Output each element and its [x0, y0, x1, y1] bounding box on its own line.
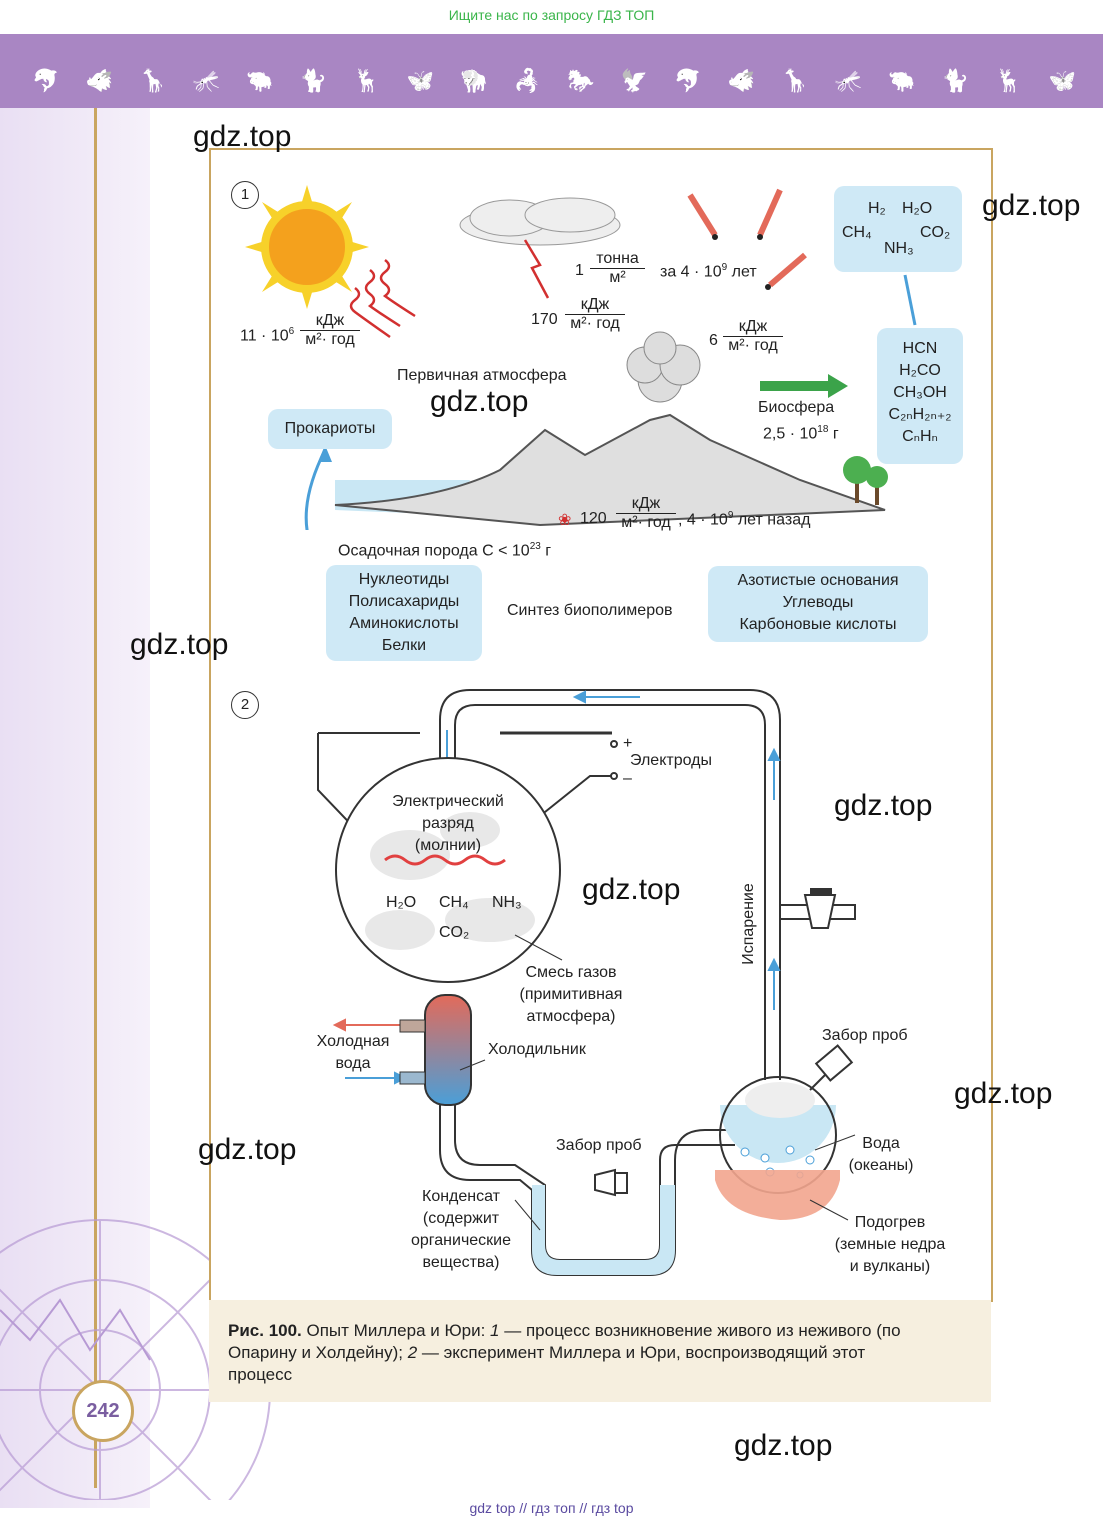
gas-h2o: H₂O — [386, 894, 417, 911]
caption-box — [209, 1300, 991, 1402]
electrode-minus-label: – — [623, 770, 632, 787]
watermark: gdz.top — [734, 1429, 833, 1462]
valve-icon — [779, 888, 856, 929]
radioactive-icon: ❀ — [558, 512, 572, 529]
smoke-icon — [626, 331, 701, 403]
animal-icon: 🐈 — [941, 68, 969, 93]
radioactive-energy-fraction: кДж м²· год — [616, 495, 676, 532]
figure-1-number: 1 — [231, 181, 259, 209]
animal-icon: 🐈 — [299, 68, 327, 93]
figure-frame — [209, 148, 993, 1302]
tree-icon — [843, 456, 888, 505]
animal-icon: 🐃 — [246, 68, 274, 93]
watermark: gdz.top — [198, 1133, 297, 1166]
animal-icon: 🦋 — [1048, 68, 1076, 93]
lightning-energy-fraction: кДж м²· год — [565, 296, 625, 333]
animal-icon: 🦋 — [406, 68, 434, 93]
cloud-icon — [459, 197, 621, 246]
left-decorative-panel — [0, 108, 150, 1508]
animal-icon: 🦒 — [139, 68, 167, 93]
watermark: gdz.top — [982, 189, 1081, 222]
radioactive-time: , 4 · 109 лет назад — [678, 510, 811, 529]
radioactive-energy-coef: 120 — [580, 510, 607, 527]
animal-icon: 🐃 — [888, 68, 916, 93]
lightning-icon — [523, 239, 550, 299]
electrodes-label: Электроды — [630, 752, 712, 769]
sun-icon — [245, 185, 369, 309]
animal-icon: 🦟 — [192, 68, 220, 93]
animal-icon: 🐬 — [674, 68, 702, 93]
animal-icon: 🐬 — [32, 68, 60, 93]
gases-box: H₂ H₂O CH₄ CO₂ NH₃ — [834, 186, 962, 272]
figure-1-art — [245, 185, 917, 530]
bases-box: Азотистые основания Углеводы Карбоновые … — [708, 566, 928, 642]
meteor-time: за 4 · 109 лет — [660, 262, 757, 281]
watermark: gdz.top — [954, 1077, 1053, 1110]
cold-water-label: Холодная вода — [316, 1033, 390, 1072]
animal-icon: 🦌 — [995, 68, 1023, 93]
watermark: gdz.top — [582, 873, 681, 906]
biosphere-label: Биосфера — [758, 399, 835, 416]
animal-icon: 🦌 — [353, 68, 381, 93]
mountains-shape — [334, 413, 886, 527]
monomers-box: Нуклеотиды Полисахариды Аминокислоты Бел… — [326, 565, 482, 661]
volcano-energy-coef: 6 — [709, 332, 718, 349]
miller-urey-apparatus — [317, 689, 856, 1276]
animal-icon: 🦟 — [834, 68, 862, 93]
figure-2-number: 2 — [231, 691, 259, 719]
discharge-label: Электрический разряд (молнии) — [392, 793, 504, 854]
lightning-energy-coef: 170 — [531, 311, 558, 328]
watermark: gdz.top — [430, 385, 529, 418]
page-number: 242 — [72, 1380, 134, 1442]
prokaryotes-box: Прокариоты — [268, 409, 392, 449]
animal-icon: 🦂 — [513, 68, 541, 93]
animal-icon: 🦅 — [620, 68, 648, 93]
meteor-mass-fraction: тонна м² — [590, 250, 645, 287]
figure-caption: Рис. 100. Опыт Миллера и Юри: 1 — процес… — [228, 1321, 901, 1384]
animal-icon: 🐎 — [567, 68, 595, 93]
gas-mix-label: Смесь газов (примитивная атмосфера) — [519, 964, 623, 1025]
top-banner[interactable]: Ищите нас по запросу ГДЗ ТОП — [448, 7, 655, 23]
gas-ch4: CH₄ — [439, 894, 469, 911]
meteor-icon — [687, 188, 807, 290]
heating-label: Подогрев (земные недра и вулканы) — [834, 1214, 946, 1275]
biosphere-mass: 2,5 · 1018 г — [763, 424, 839, 443]
sampling-bottom-label: Забор проб — [556, 1137, 642, 1154]
animal-icon: 🐗 — [727, 68, 755, 93]
synthesis-label: Синтез биополимеров — [507, 602, 673, 619]
gold-margin-line — [94, 108, 97, 1488]
sun-energy-value: 11 · 106 — [240, 326, 295, 345]
valve-icon — [594, 1168, 628, 1197]
primary-atmosphere-label: Первичная атмосфера — [397, 367, 567, 384]
sun-energy-fraction: кДж м²· год — [300, 312, 360, 349]
organics-box: HCN H₂CO CH₃OH C₂ₙH₂ₙ₊₂ CₙHₙ — [877, 328, 963, 464]
evaporation-label: Испарение — [739, 883, 757, 965]
gas-nh3: NH₃ — [492, 894, 522, 911]
meteor-mass-coef: 1 — [575, 262, 584, 279]
volcano-energy-fraction: кДж м²· год — [723, 318, 783, 355]
animal-icon: 🐗 — [85, 68, 113, 93]
watermark: gdz.top — [834, 789, 933, 822]
condenser-label: Холодильник — [488, 1041, 586, 1058]
sediment-label: Осадочная порода С < 1023 г — [338, 541, 552, 560]
animal-icon: 🦒 — [781, 68, 809, 93]
electrode-plus-label: + — [623, 735, 633, 752]
water-label: Вода (океаны) — [848, 1135, 914, 1174]
condensate-label: Конденсат (содержит органические веществ… — [410, 1188, 512, 1271]
header-band — [0, 34, 1103, 108]
gas-co2: CO₂ — [439, 924, 470, 941]
watermark: gdz.top — [130, 628, 229, 661]
animal-icon: 🦬 — [460, 68, 488, 93]
footer-links[interactable]: gdz top // гдз топ // гдз top — [469, 1500, 634, 1516]
sampling-top-label: Забор проб — [822, 1027, 908, 1044]
watermark: gdz.top — [193, 120, 292, 153]
